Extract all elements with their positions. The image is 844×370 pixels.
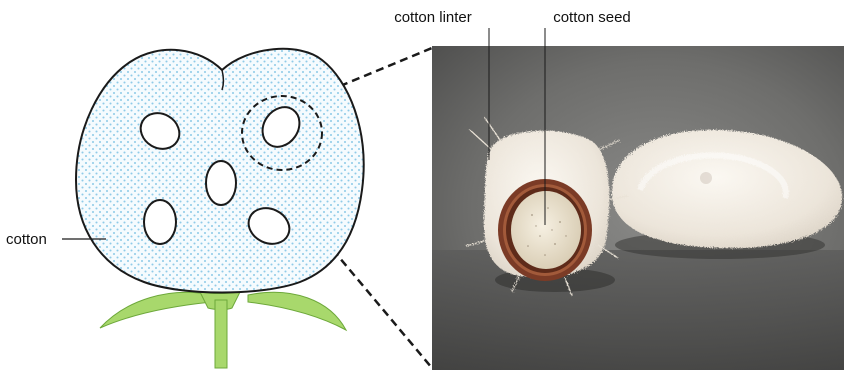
cotton-seed-label: cotton seed	[553, 9, 631, 26]
seed-cavity	[206, 161, 236, 205]
seed-cavity	[144, 200, 176, 244]
cotton-linter-label: cotton linter	[394, 9, 472, 26]
cotton-seed-photo	[432, 46, 844, 370]
cotton-boll-diagram	[76, 49, 364, 293]
boll-bracts	[100, 292, 346, 368]
stem	[215, 300, 227, 368]
seed-kernel	[511, 191, 581, 269]
cotton-label: cotton	[6, 231, 47, 248]
